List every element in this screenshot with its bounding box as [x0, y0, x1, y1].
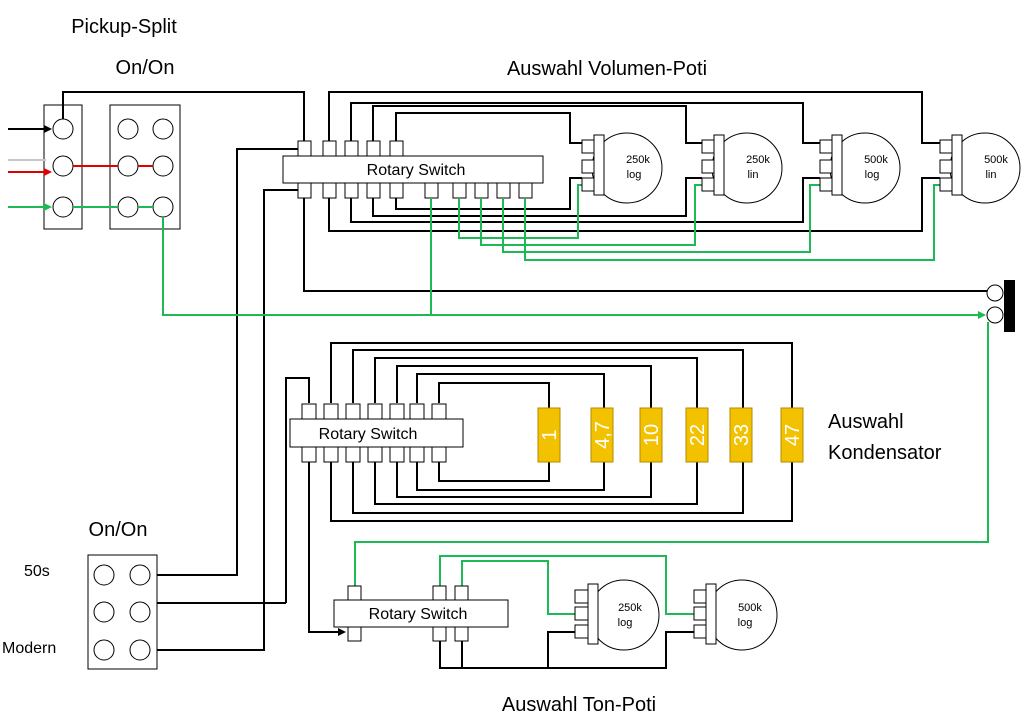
- capacitor-4[interactable]: 22: [685, 407, 709, 463]
- capacitor-wires: [150, 342, 793, 636]
- volume-rotary-label: Rotary Switch: [367, 162, 466, 179]
- volume-wires-black: [62, 91, 990, 651]
- tone-rotary-label: Rotary Switch: [369, 606, 468, 623]
- svg-text:500k: 500k: [864, 154, 888, 166]
- pickup-split-switch[interactable]: [43, 104, 181, 230]
- volume-rotary-switch[interactable]: Rotary Switch: [282, 140, 544, 199]
- volume-pot-3[interactable]: 500k log: [819, 132, 901, 204]
- output-jack[interactable]: [986, 280, 1015, 332]
- svg-text:250k: 250k: [746, 154, 770, 166]
- svg-text:log: log: [627, 169, 642, 181]
- pickup-input-wires: [8, 125, 153, 211]
- fifties-modern-switch[interactable]: [87, 554, 158, 670]
- svg-text:500k: 500k: [984, 154, 1008, 166]
- capacitor-5[interactable]: 33: [729, 407, 753, 463]
- volume-pot-2[interactable]: 250k lin: [701, 132, 783, 204]
- svg-text:22: 22: [687, 424, 709, 446]
- volume-pot-1[interactable]: 250k log: [581, 132, 663, 204]
- tone-pot-2[interactable]: 500k log: [693, 579, 778, 651]
- svg-text:4,7: 4,7: [592, 421, 614, 449]
- capacitor-1[interactable]: 1: [537, 407, 561, 463]
- volume-wires-green: [162, 184, 986, 319]
- svg-text:lin: lin: [747, 169, 758, 181]
- volume-title: Auswahl Volumen-Poti: [507, 58, 707, 80]
- svg-text:250k: 250k: [626, 154, 650, 166]
- on-on-bottom-label: On/On: [89, 519, 148, 541]
- svg-text:1: 1: [539, 429, 561, 440]
- svg-text:250k: 250k: [618, 602, 642, 614]
- svg-text:log: log: [618, 617, 633, 629]
- capacitor-title-2: Kondensator: [828, 442, 942, 464]
- capacitor-3[interactable]: 10: [639, 407, 663, 463]
- capacitor-2[interactable]: 4,7: [590, 407, 614, 463]
- capacitor-rotary-label: Rotary Switch: [319, 426, 418, 443]
- tone-title: Auswahl Ton-Poti: [502, 694, 656, 716]
- svg-text:10: 10: [641, 424, 663, 446]
- pickup-split-label: Pickup-Split: [71, 16, 177, 38]
- modern-label: Modern: [2, 640, 56, 657]
- tone-wires: [354, 322, 989, 669]
- capacitor-rotary-switch[interactable]: Rotary Switch: [289, 403, 464, 463]
- on-on-top-label: On/On: [116, 57, 175, 79]
- tone-pot-1[interactable]: 250k log: [574, 579, 660, 651]
- svg-text:47: 47: [782, 424, 804, 446]
- svg-text:log: log: [738, 617, 753, 629]
- tone-rotary-switch[interactable]: Rotary Switch: [333, 585, 509, 642]
- svg-text:log: log: [865, 169, 880, 181]
- volume-pot-4[interactable]: 500k lin: [939, 132, 1021, 204]
- capacitor-title-1: Auswahl: [828, 411, 904, 433]
- svg-text:lin: lin: [985, 169, 996, 181]
- svg-text:500k: 500k: [738, 602, 762, 614]
- capacitor-6[interactable]: 47: [780, 407, 804, 463]
- fifties-label: 50s: [24, 563, 50, 580]
- svg-text:33: 33: [731, 424, 753, 446]
